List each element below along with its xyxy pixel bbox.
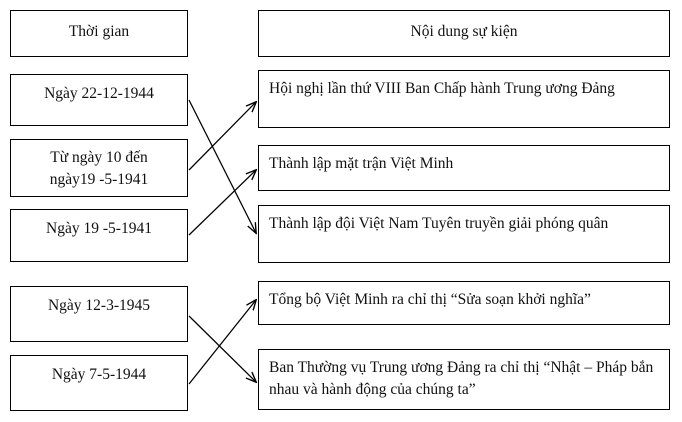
header-time-column: Thời gian <box>10 10 188 57</box>
time-box-4-label: Ngày 12-3-1945 <box>47 297 151 314</box>
content-box-4[interactable]: Tổng bộ Việt Minh ra chỉ thị “Sửa soạn k… <box>258 281 670 325</box>
connector-t4-c5 <box>188 315 256 382</box>
header-content-column-label: Nội dung sự kiện <box>410 23 518 40</box>
connector-t5-c4 <box>188 300 256 385</box>
content-box-4-label: Tổng bộ Việt Minh ra chỉ thị “Sửa soạn k… <box>269 291 591 308</box>
content-box-2[interactable]: Thành lập mặt trận Việt Minh <box>258 145 670 191</box>
time-box-2-label: Từ ngày 10 đến ngày19 -5-1941 <box>49 149 149 188</box>
content-box-1[interactable]: Hội nghị lần thứ VIII Ban Chấp hành Trun… <box>258 70 670 128</box>
time-box-2[interactable]: Từ ngày 10 đến ngày19 -5-1941 <box>10 139 188 197</box>
header-time-column-label: Thời gian <box>68 23 130 40</box>
time-box-1-label: Ngày 22-12-1944 <box>44 85 154 102</box>
header-content-column: Nội dung sự kiện <box>258 10 670 57</box>
content-box-5-label: Ban Thường vụ Trung ương Đảng ra chỉ thị… <box>269 359 654 398</box>
content-box-5[interactable]: Ban Thường vụ Trung ương Đảng ra chỉ thị… <box>258 349 670 410</box>
time-box-3-label: Ngày 19 -5-1941 <box>46 220 152 237</box>
time-box-1[interactable]: Ngày 22-12-1944 <box>10 74 188 126</box>
connector-t1-c3 <box>188 99 256 233</box>
time-box-4[interactable]: Ngày 12-3-1945 <box>10 286 188 342</box>
content-box-2-label: Thành lập mặt trận Việt Minh <box>269 155 454 172</box>
time-box-5-label: Ngày 7-5-1944 <box>51 366 147 383</box>
content-box-3[interactable]: Thành lập đội Việt Nam Tuyên truyền giải… <box>258 205 670 263</box>
time-box-5[interactable]: Ngày 7-5-1944 <box>10 355 188 411</box>
content-box-3-label: Thành lập đội Việt Nam Tuyên truyền giải… <box>269 215 609 232</box>
connector-t3-c2 <box>188 170 256 236</box>
connector-t2-c1 <box>188 102 256 171</box>
content-box-1-label: Hội nghị lần thứ VIII Ban Chấp hành Trun… <box>269 80 615 97</box>
time-box-3[interactable]: Ngày 19 -5-1941 <box>10 209 188 262</box>
